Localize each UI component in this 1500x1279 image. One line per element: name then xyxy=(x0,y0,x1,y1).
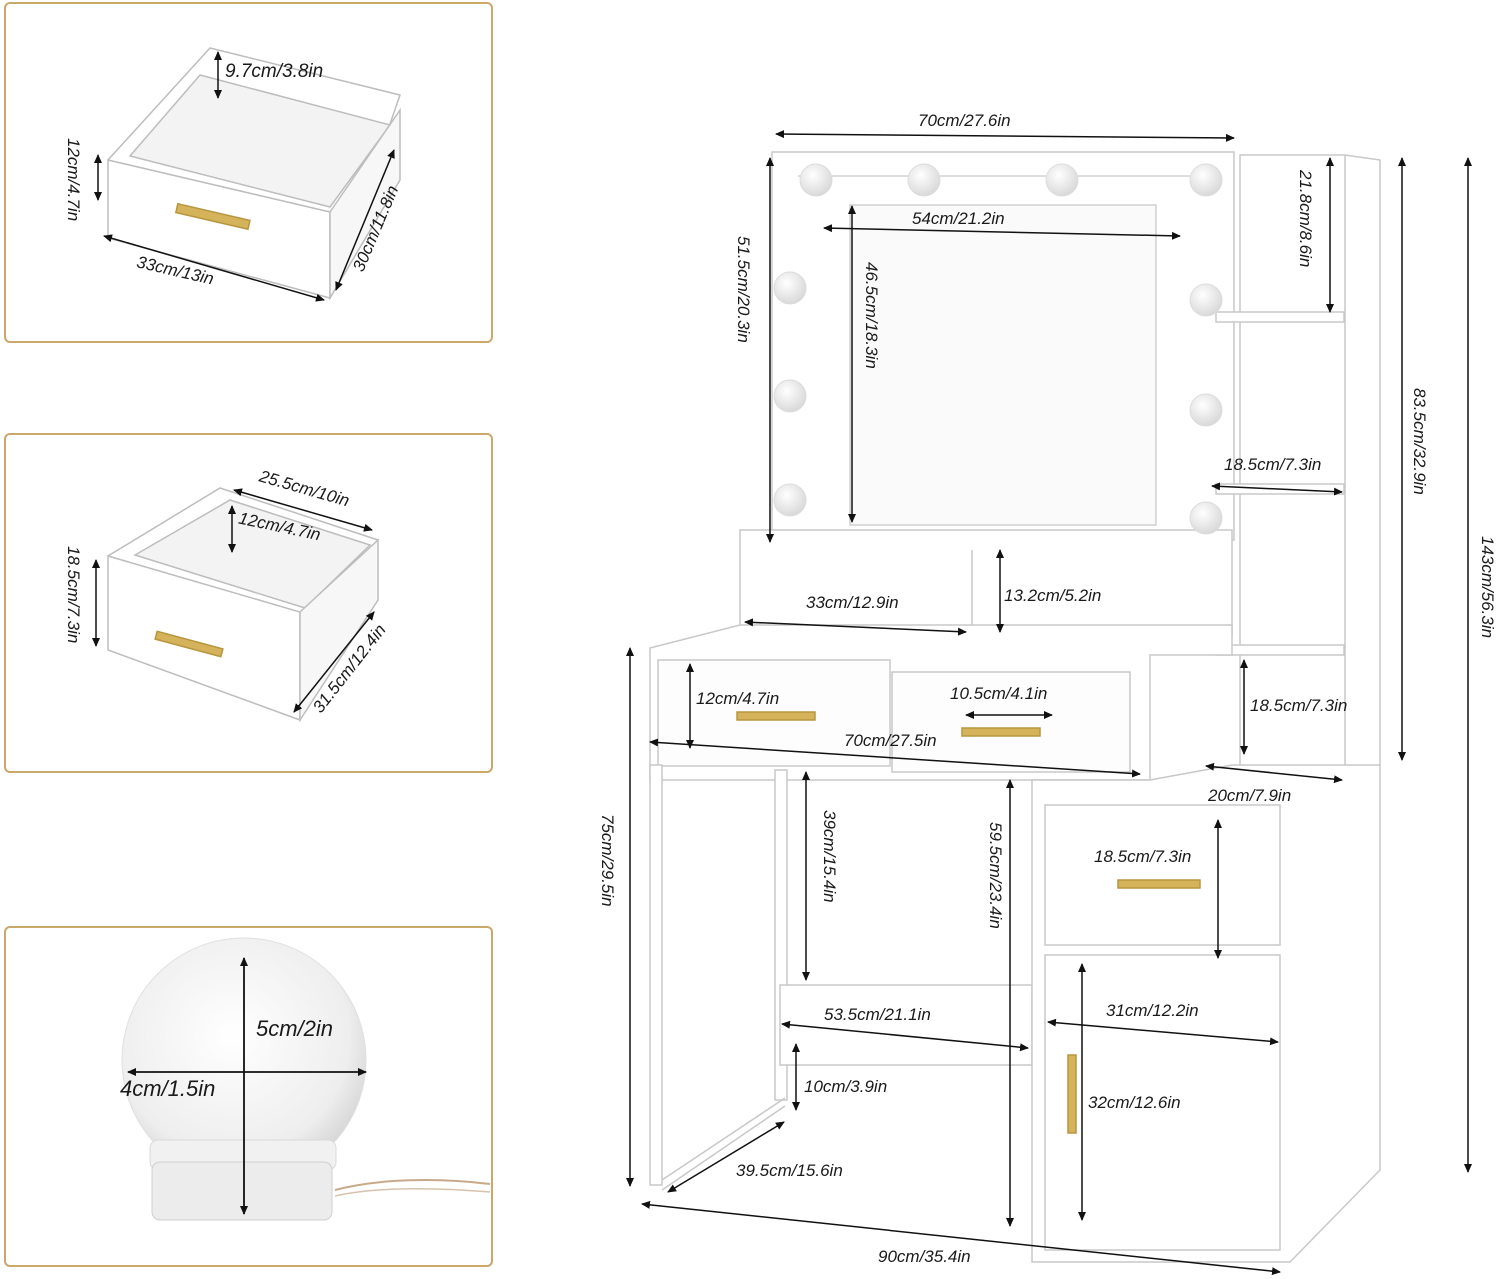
drawer-top-arrows xyxy=(94,51,395,302)
frame-height-label: 51.5cm/20.3in xyxy=(734,236,753,343)
drawer-front-height-label: 12cm/4.7in xyxy=(696,689,780,708)
cubby-width-label: 33cm/12.9in xyxy=(806,593,899,612)
footrest-width-label: 53.5cm/21.1in xyxy=(824,1005,931,1024)
desk-width-label: 70cm/27.5in xyxy=(844,731,937,750)
mirror-width-label: 54cm/21.2in xyxy=(912,209,1005,228)
footrest-height-label: 10cm/3.9in xyxy=(804,1077,888,1096)
mirror-bulbs xyxy=(773,163,1223,535)
shelf-gap-mid-label: 18.5cm/7.3in xyxy=(1224,455,1322,474)
shelf-gap-low-label: 18.5cm/7.3in xyxy=(1250,696,1348,715)
total-height-label: 143cm/56.3in xyxy=(1478,536,1497,639)
top-width-label: 70cm/27.6in xyxy=(918,111,1011,130)
desk-height-label: 75cm/29.5in xyxy=(598,814,617,907)
mirror-height-label: 46.5cm/18.3in xyxy=(862,262,881,369)
cabinet-width-label: 31cm/12.2in xyxy=(1106,1001,1199,1020)
cubby-height-label: 13.2cm/5.2in xyxy=(1004,586,1102,605)
bulb-height-label: 5cm/2in xyxy=(256,1016,334,1041)
tower-height-label: 83.5cm/32.9in xyxy=(1410,388,1429,495)
cabinet-door-height-label: 32cm/12.6in xyxy=(1088,1093,1181,1112)
shelf-depth-label: 20cm/7.9in xyxy=(1208,786,1292,805)
total-width-label: 90cm/35.4in xyxy=(878,1247,971,1266)
drawer-side-front-height-label: 18.5cm/7.3in xyxy=(64,546,83,644)
drawer-top-inner-height-label: 9.7cm/3.8in xyxy=(225,61,324,82)
shelf-top-gap-label: 21.8cm/8.6in xyxy=(1296,170,1315,268)
cabinet-drawer-height-label: 18.5cm/7.3in xyxy=(1094,847,1192,866)
drawer-front-width-label: 10.5cm/4.1in xyxy=(950,684,1048,703)
bulb-width-label: 4cm/1.5in xyxy=(120,1076,216,1101)
vanity-arrows xyxy=(626,130,1472,1276)
drawer-side-arrows xyxy=(92,488,375,713)
knee-height-label: 39cm/15.4in xyxy=(820,810,839,903)
bulb-arrows xyxy=(127,957,367,1215)
under-height-label: 59.5cm/23.4in xyxy=(986,822,1005,929)
drawer-top-front-height-label: 12cm/4.7in xyxy=(64,138,83,222)
depth-label: 39.5cm/15.6in xyxy=(736,1161,843,1180)
